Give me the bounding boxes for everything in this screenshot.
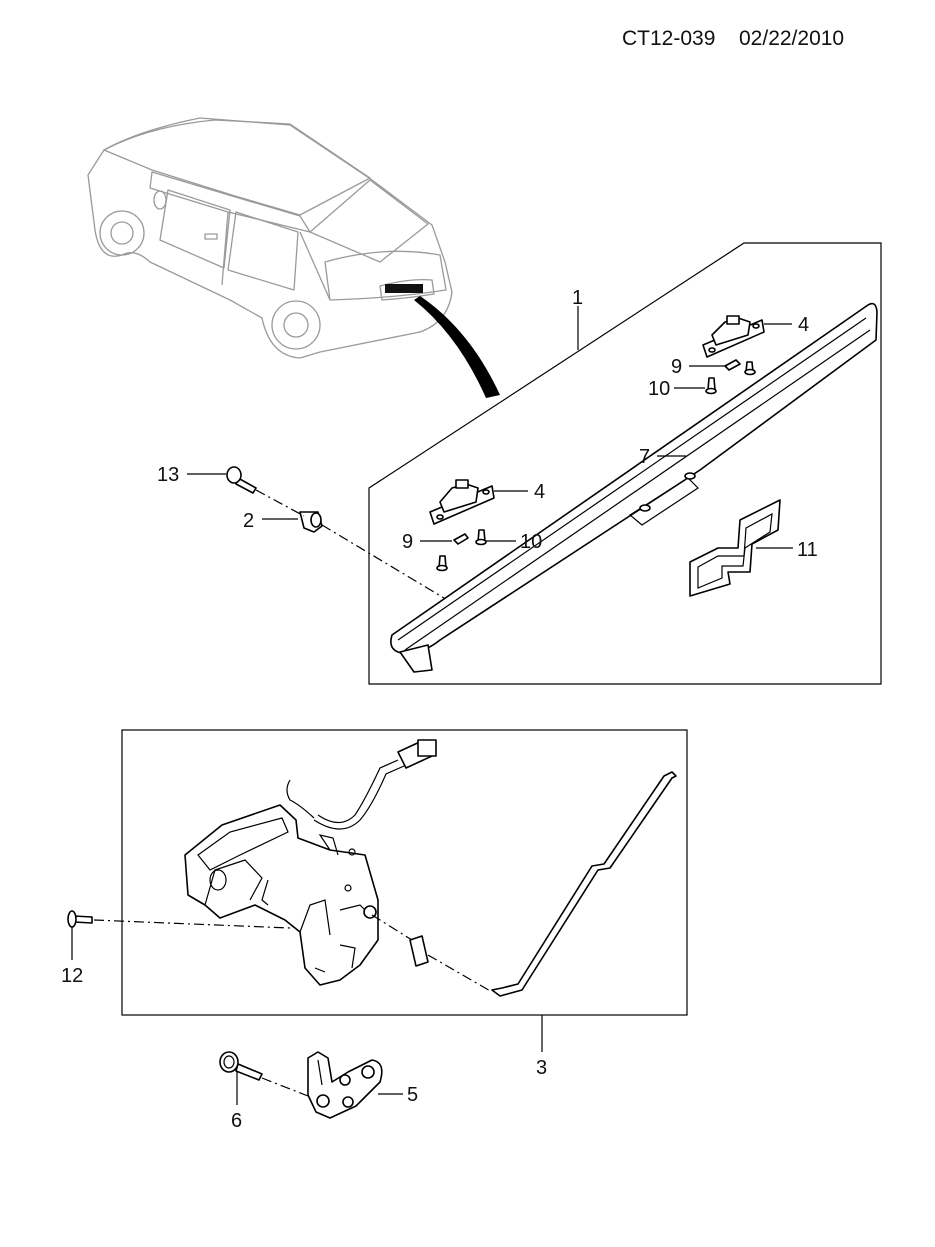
callout-11: 11: [797, 539, 818, 561]
trunk-garnish-molding: [390, 302, 878, 673]
callout-4-lower: 4: [534, 481, 545, 503]
diagram-date: 02/22/2010: [739, 27, 844, 50]
callout-12: 12: [61, 965, 83, 987]
bolt-12: [67, 910, 93, 928]
assembly-box-1: [368, 242, 882, 685]
license-lamp-lower: [429, 479, 495, 525]
car-illustration: [87, 117, 453, 359]
assembly-box-3: [121, 729, 688, 1016]
bowtie-emblem: [689, 499, 781, 597]
latch-connector: [286, 739, 437, 830]
bolt-6: [219, 1051, 263, 1081]
screw-lower-b: [436, 555, 448, 572]
screw-upper-a: [744, 361, 756, 376]
callout-2: 2: [243, 510, 254, 532]
callout-3: 3: [536, 1057, 547, 1079]
rod-clip: [409, 935, 429, 967]
assembly-line-1: [255, 489, 445, 599]
screw-lower-a: [475, 529, 487, 546]
callout-6: 6: [231, 1110, 242, 1132]
assembly-line-striker: [261, 1077, 309, 1097]
assembly-line-latch: [93, 919, 291, 929]
callout-9-lower: 9: [402, 531, 413, 553]
callout-10-upper: 10: [648, 378, 670, 400]
clip-2: [299, 511, 323, 533]
bulb-upper: [724, 359, 741, 371]
callout-4-upper: 4: [798, 314, 809, 336]
diagram-code: CT12-039: [622, 27, 715, 50]
callout-5: 5: [407, 1084, 418, 1106]
callout-9-upper: 9: [671, 356, 682, 378]
callout-1: 1: [572, 287, 583, 309]
callout-7: 7: [639, 446, 650, 468]
tailgate-latch: [184, 804, 379, 986]
leader-lines: [71, 306, 793, 1105]
release-rod: [491, 771, 677, 997]
license-lamp-upper: [702, 315, 765, 358]
callout-10-lower: 10: [520, 531, 542, 553]
screw-upper-b: [705, 377, 717, 395]
location-arrow: [414, 296, 500, 398]
assembly-line-rod: [371, 914, 493, 993]
bolt-13: [226, 466, 257, 494]
striker-plate: [307, 1051, 383, 1119]
callout-13: 13: [157, 464, 179, 486]
bulb-lower: [453, 533, 469, 545]
